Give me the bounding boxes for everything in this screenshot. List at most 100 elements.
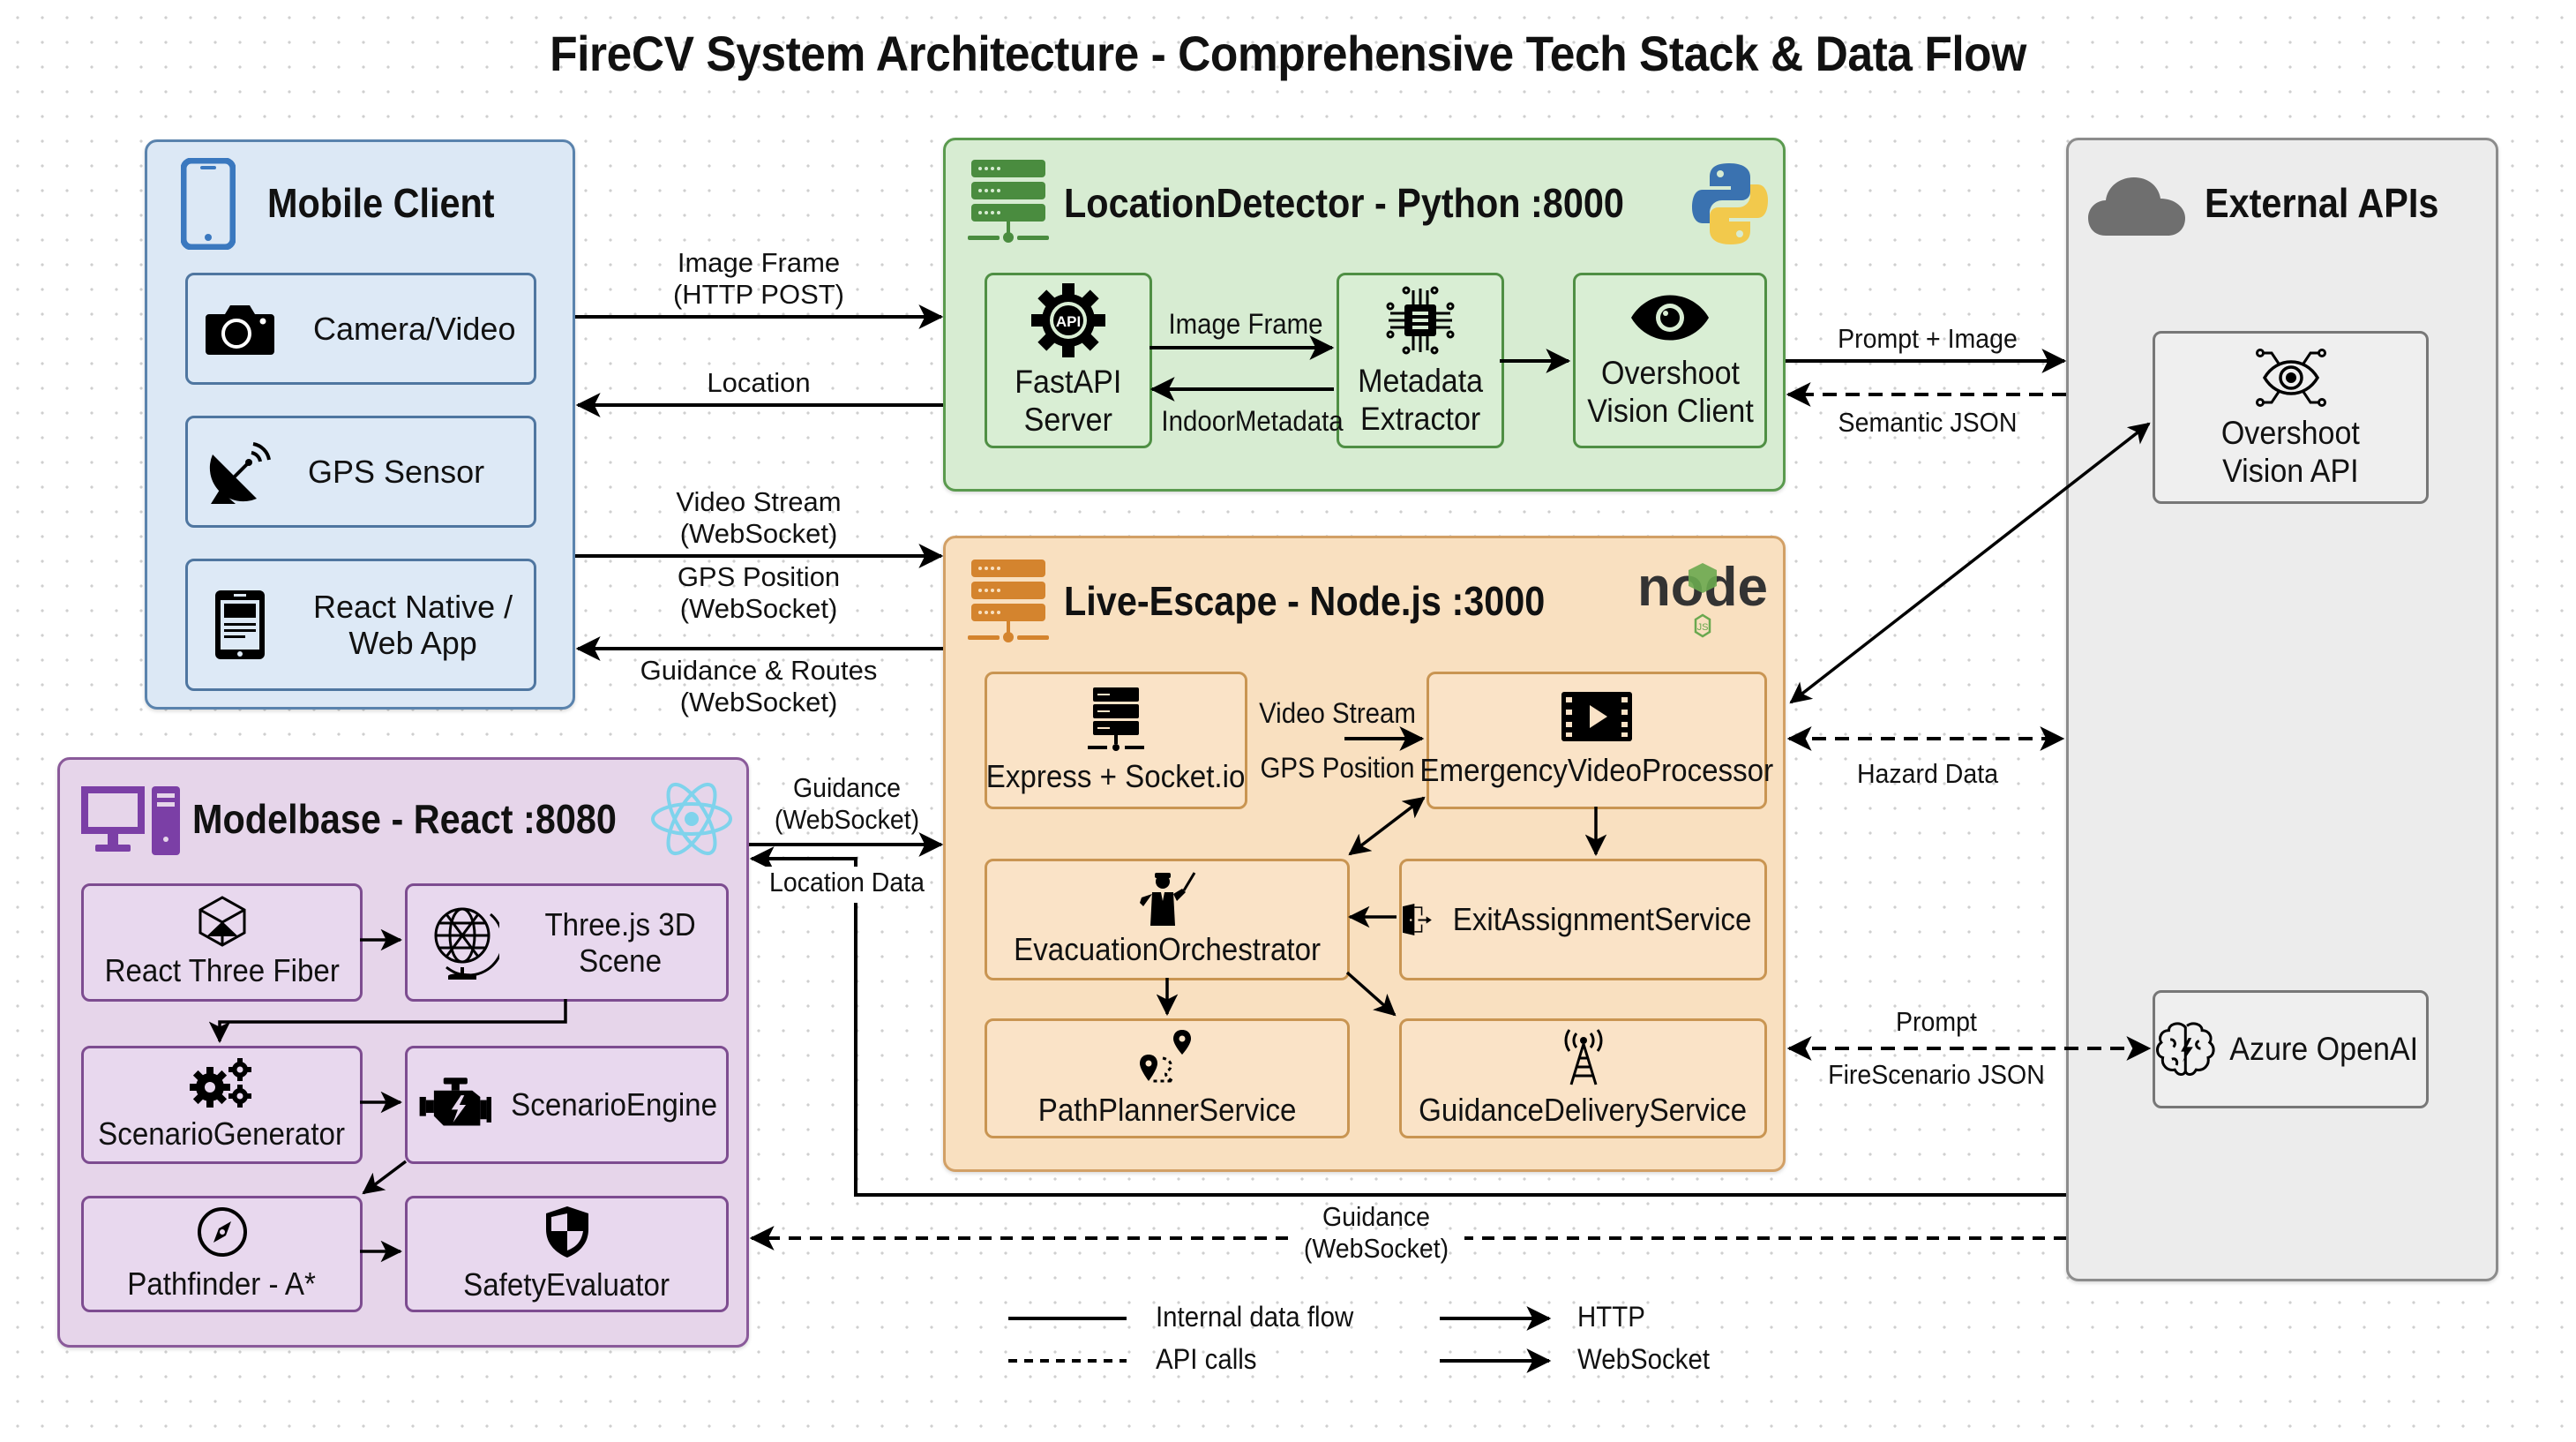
overshoot-client-label-line1: Overshoot xyxy=(1600,354,1740,391)
compass-icon xyxy=(197,1207,247,1258)
gps-sensor-node[interactable]: GPS Sensor xyxy=(185,416,536,528)
legend-internal-data-flow: Internal data flow xyxy=(1156,1301,1354,1333)
modelbase-title: Modelbase - React :8080 xyxy=(192,796,617,842)
tablet-icon xyxy=(215,590,265,659)
scenario-engine-node[interactable]: ScenarioEngine xyxy=(405,1046,729,1164)
live-escape-group: Live-Escape - Node.js :3000 node JS Expr… xyxy=(943,536,1786,1172)
evacuation-orchestrator-node[interactable]: EvacuationOrchestrator xyxy=(985,859,1350,980)
overshoot-client-label-line2: Vision Client xyxy=(1586,392,1754,429)
edge-label-line: Guidance xyxy=(1322,1201,1431,1232)
shield-icon xyxy=(545,1206,588,1258)
edge-label-line: (WebSocket) xyxy=(679,592,838,624)
fastapi-server-node[interactable]: API FastAPI Server xyxy=(985,273,1152,448)
evac-orchestrator-label: EvacuationOrchestrator xyxy=(1014,931,1321,968)
pathfinder-astar-node[interactable]: Pathfinder - A* xyxy=(81,1196,363,1312)
edge-label-line: Video Stream xyxy=(676,486,842,517)
desktop-computer-icon xyxy=(81,786,180,855)
edge-label-line: (WebSocket) xyxy=(679,517,838,549)
satellite-dish-icon xyxy=(209,441,271,504)
legend-api-calls: API calls xyxy=(1156,1343,1257,1375)
location-detector-group: LocationDetector - Python :8000 API Fast… xyxy=(943,138,1786,492)
emergency-video-processor-node[interactable]: EmergencyVideoProcessor xyxy=(1420,672,1773,809)
route-pin-icon xyxy=(1140,1030,1191,1083)
safety-evaluator-node[interactable]: SafetyEvaluator xyxy=(405,1196,729,1312)
threejs-label-line2: Scene xyxy=(579,943,662,979)
edge-label-image-frame-internal: Image Frame xyxy=(1168,308,1323,340)
external-apis-group: External APIs Overshoot Vision API xyxy=(2066,138,2498,1281)
scenario-engine-label: ScenarioEngine xyxy=(510,1086,717,1123)
overshoot-vision-api-node[interactable]: Overshoot Vision API xyxy=(2153,331,2429,504)
edge-label-line: GPS Position xyxy=(677,561,841,592)
gears-icon xyxy=(189,1058,251,1108)
threejs-scene-node[interactable]: Three.js 3D Scene xyxy=(405,883,729,1002)
radio-tower-icon xyxy=(1564,1029,1602,1085)
evp-label: EmergencyVideoProcessor xyxy=(1419,752,1774,789)
edge-label-line: Image Frame xyxy=(677,247,841,278)
guidance-delivery-service-node[interactable]: GuidanceDeliveryService xyxy=(1399,1018,1767,1138)
metadata-label-line1: Metadata xyxy=(1358,362,1483,399)
brain-icon xyxy=(2156,1022,2215,1077)
edge-label-prompt: Prompt xyxy=(1896,1006,1977,1037)
path-planner-label: PathPlannerService xyxy=(1037,1092,1297,1129)
edge-label-line: (WebSocket) xyxy=(1303,1232,1449,1264)
path-planner-service-node[interactable]: PathPlannerService xyxy=(985,1018,1350,1138)
cloud-icon xyxy=(2088,177,2185,236)
mobile-client-title: Mobile Client xyxy=(267,180,495,226)
api-gear-icon: API xyxy=(1031,282,1105,357)
react-three-fiber-node[interactable]: React Three Fiber xyxy=(81,883,363,1002)
external-apis-title: External APIs xyxy=(2205,180,2439,226)
edge-label-location: Location xyxy=(707,367,811,398)
edge-label-video-stream-internal: Video Stream xyxy=(1259,697,1416,729)
azure-openai-node[interactable]: Azure OpenAI xyxy=(2153,990,2429,1108)
camera-icon xyxy=(206,304,274,355)
express-label: Express + Socket.io xyxy=(986,758,1246,795)
scenario-generator-node[interactable]: ScenarioGenerator xyxy=(81,1046,363,1164)
react-native-label-line1: React Native / xyxy=(313,588,513,625)
edge-label-semantic-json: Semantic JSON xyxy=(1838,407,2018,438)
globe-icon xyxy=(434,907,499,980)
edge-label-line: (WebSocket) xyxy=(774,803,920,835)
camera-video-node[interactable]: Camera/Video xyxy=(185,273,536,385)
react-logo-icon xyxy=(651,782,732,856)
edge-label-guidance-routes-ws: Guidance & Routes (WebSocket) xyxy=(609,655,909,717)
express-socketio-node[interactable]: Express + Socket.io xyxy=(985,672,1247,809)
edge-label-guidance-ws-modelbase: Guidance (WebSocket) xyxy=(766,772,928,835)
edge-label-hazard-data: Hazard Data xyxy=(1856,758,1999,789)
server-rack-icon xyxy=(1088,687,1144,752)
metadata-extractor-node[interactable]: Metadata Extractor xyxy=(1337,273,1504,448)
edge-label-gps-position-ws: GPS Position (WebSocket) xyxy=(609,561,909,624)
exit-door-icon xyxy=(1403,904,1432,935)
overshoot-vision-client-node[interactable]: Overshoot Vision Client xyxy=(1573,273,1767,448)
camera-video-label: Camera/Video xyxy=(313,310,516,347)
guidance-delivery-label: GuidanceDeliveryService xyxy=(1419,1092,1748,1129)
mobile-client-group: Mobile Client Camera/Video GPS Sensor xyxy=(145,139,575,710)
legend-http: HTTP xyxy=(1577,1301,1645,1333)
react-native-label-line2: Web App xyxy=(348,625,477,661)
live-escape-title: Live-Escape - Node.js :3000 xyxy=(1064,578,1546,624)
azure-openai-label: Azure OpenAI xyxy=(2228,1030,2418,1067)
react-three-fiber-label: React Three Fiber xyxy=(104,952,340,989)
edge-label-video-stream-ws: Video Stream (WebSocket) xyxy=(609,486,909,549)
location-detector-title: LocationDetector - Python :8000 xyxy=(1064,180,1624,226)
overshoot-api-label-line2: Vision API xyxy=(2222,453,2359,489)
nodejs-logo-icon: node JS xyxy=(1637,557,1768,638)
film-play-icon xyxy=(1561,692,1632,742)
edge-label-indoor-metadata: IndoorMetadata xyxy=(1161,405,1344,437)
edge-label-location-data: Location Data xyxy=(766,867,928,898)
legend-websocket: WebSocket xyxy=(1577,1343,1711,1375)
overshoot-api-label-line1: Overshoot xyxy=(2220,415,2361,452)
smartphone-icon xyxy=(181,158,236,250)
exit-assignment-service-node[interactable]: ExitAssignmentService xyxy=(1399,859,1767,980)
conductor-icon xyxy=(1140,872,1196,927)
edge-label-prompt-image: Prompt + Image xyxy=(1838,323,2018,354)
modelbase-group: Modelbase - React :8080 React Three Fibe… xyxy=(57,757,749,1348)
svg-text:API: API xyxy=(1056,313,1081,330)
edge-label-line: (WebSocket) xyxy=(679,686,838,717)
scenario-generator-label: ScenarioGenerator xyxy=(98,1115,346,1153)
metadata-label-line2: Extractor xyxy=(1359,400,1481,437)
threejs-label-line1: Three.js 3D xyxy=(544,905,696,943)
react-native-web-app-node[interactable]: React Native / Web App xyxy=(185,559,536,691)
edge-label-image-frame-http: Image Frame (HTTP POST) xyxy=(609,247,909,310)
gps-sensor-label: GPS Sensor xyxy=(308,453,485,490)
svg-text:JS: JS xyxy=(1697,622,1709,633)
